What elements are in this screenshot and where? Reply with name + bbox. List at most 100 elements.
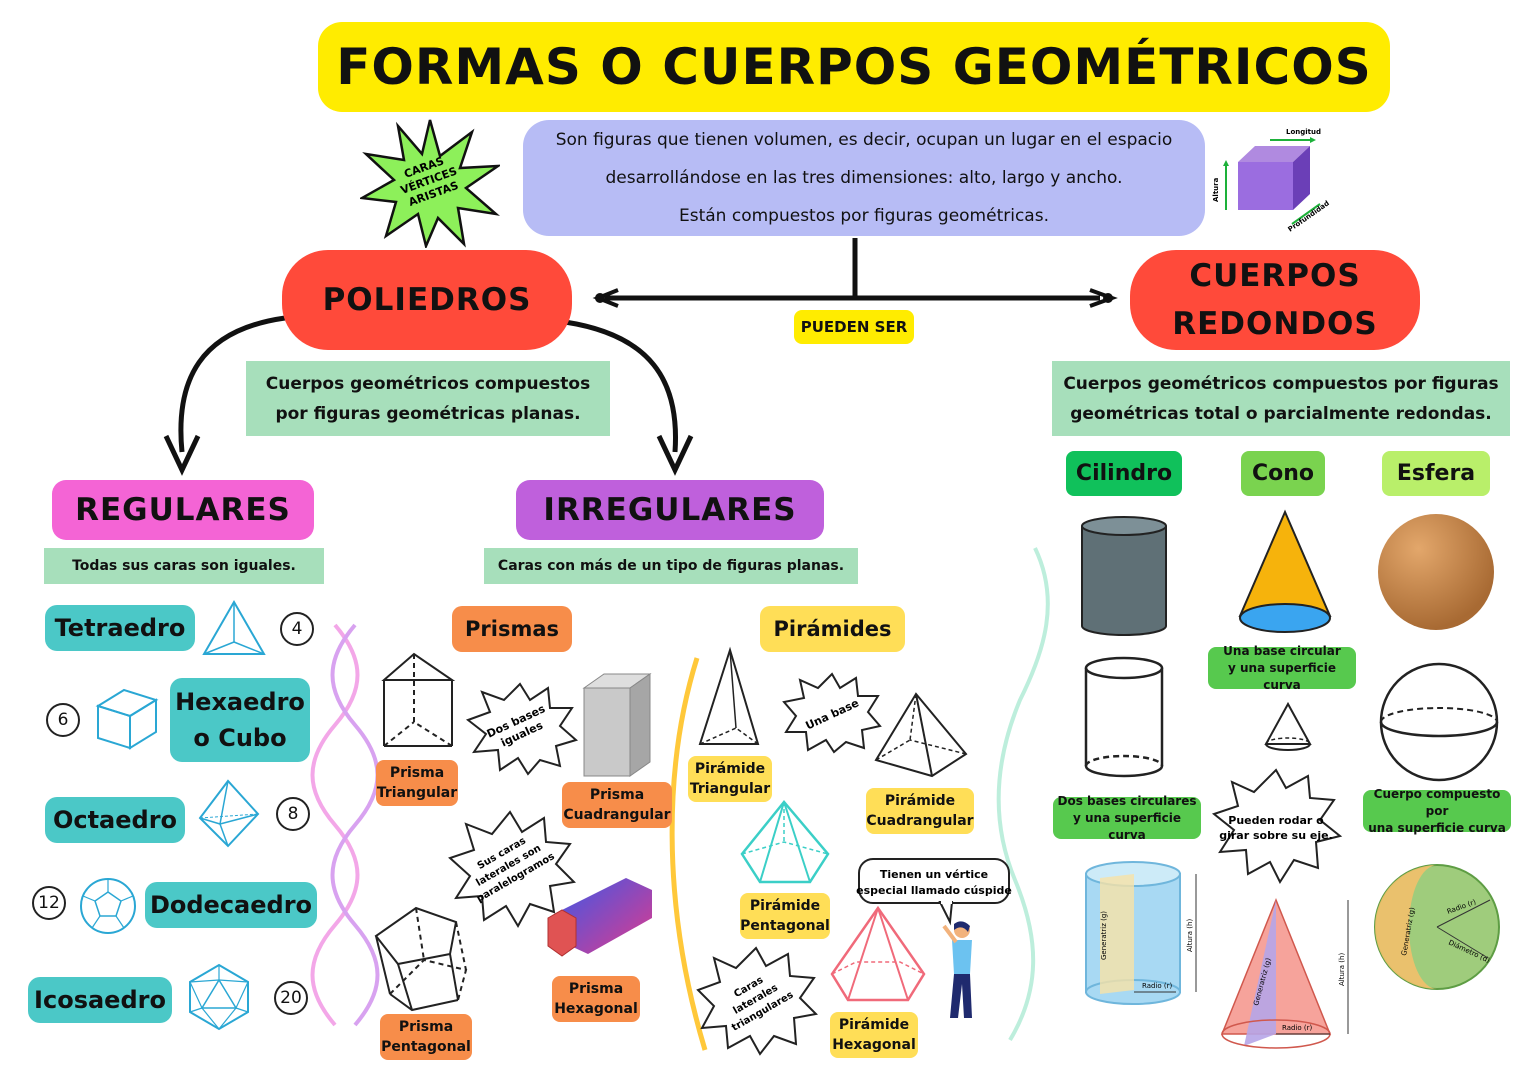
- cono-note-line-1: Una base circular: [1223, 643, 1341, 658]
- prisma-pentagonal-line-2: Pentagonal: [381, 1039, 471, 1055]
- piramide-triangular-line-1: Pirámide: [694, 761, 766, 777]
- prisma-hexagonal-label: Prisma Hexagonal: [552, 976, 640, 1022]
- woman-pointing-illustration: [942, 921, 972, 1018]
- poliedros-pill: POLIEDROS: [282, 250, 572, 350]
- piramide-pentagonal-shape: [740, 800, 830, 884]
- poliedros-note-line-2: por figuras geométricas planas.: [275, 403, 581, 424]
- cilindro-generatriz: Generatriz (g): [1100, 911, 1108, 960]
- icosaedro-label: Icosaedro: [28, 977, 172, 1023]
- piramide-hexagonal-label: Pirámide Hexagonal: [830, 1012, 918, 1058]
- piramide-pentagonal-label: Pirámide Pentagonal: [740, 893, 830, 939]
- octaedro-faces-count: 8: [276, 797, 310, 831]
- speech-line-1: Tienen un vértice: [880, 868, 988, 881]
- piramide-cuadrangular-line-2: Cuadrangular: [866, 813, 974, 829]
- speech-line-2: especial llamado cúspide: [856, 884, 1012, 897]
- cilindro-radio: Radio (r): [1142, 982, 1173, 990]
- prismas-label: Prismas: [452, 606, 572, 652]
- esfera-note: Cuerpo compuesto por una superficie curv…: [1363, 787, 1511, 835]
- cono-label: Cono: [1241, 451, 1325, 496]
- prisma-hexagonal-line-1: Prisma: [568, 981, 624, 997]
- cube-dimensions-illustration: Longitud Altura Profundidad: [1212, 128, 1331, 234]
- prisma-pentagonal-shape: [374, 906, 468, 1012]
- icosaedro-faces-count: 20: [274, 981, 308, 1015]
- irregulares-label: IRREGULARES: [516, 480, 824, 540]
- redondos-note: Cuerpos geométricos compuestos por figur…: [1052, 361, 1510, 436]
- esfera-note-line-2: una superficie curva: [1368, 820, 1506, 835]
- dodecaedro-faces-count: 12: [32, 886, 66, 920]
- definition-line-1: Son figuras que tienen volumen, es decir…: [555, 130, 1173, 150]
- prisma-cuadrangular-line-2: Cuadrangular: [563, 807, 671, 823]
- piramide-cuadrangular-line-1: Pirámide: [884, 793, 956, 809]
- piramide-triangular-shape: [698, 646, 760, 745]
- redondos-note-line-1: Cuerpos geométricos compuestos por figur…: [1063, 373, 1499, 394]
- prisma-cuadrangular-label: Prisma Cuadrangular: [562, 782, 672, 828]
- prisma-pentagonal-label: Prisma Pentagonal: [380, 1014, 472, 1060]
- tetraedro-icon: [202, 599, 266, 655]
- octaedro-label: Octaedro: [45, 797, 185, 843]
- piramide-hexagonal-line-2: Hexagonal: [832, 1037, 916, 1053]
- redondos-line-1: CUERPOS: [1189, 258, 1361, 294]
- octaedro-icon: [198, 779, 260, 848]
- esfera-solid-shape: [1378, 514, 1494, 630]
- esfera-detail-diagram: Generatriz (g) Radio (r) Diámetro (d): [1374, 864, 1500, 990]
- cono-radio: Radio (r): [1282, 1024, 1313, 1032]
- cono-note-line-2: y una superficie curva: [1228, 660, 1336, 692]
- esfera-note-line-1: Cuerpo compuesto por: [1373, 786, 1501, 818]
- poliedros-note: Cuerpos geométricos compuestos por figur…: [246, 361, 610, 436]
- pueden-rodar-line-1: Pueden rodar o: [1228, 814, 1324, 827]
- tetraedro-faces-count: 4: [280, 612, 314, 646]
- hexaedro-label: Hexaedro o Cubo: [170, 678, 310, 762]
- prisma-hexagonal-shape: [547, 878, 652, 957]
- cilindro-note: Dos bases circulares y una superficie cu…: [1053, 794, 1201, 842]
- una-base-burst: Una base: [782, 672, 882, 754]
- cilindro-detail-diagram: Generatriz (g) Altura (h) Radio (r): [1085, 861, 1197, 1005]
- prisma-pentagonal-line-1: Prisma: [398, 1019, 454, 1035]
- prisma-triangular-shape: [381, 652, 456, 747]
- prisma-cuadrangular-line-1: Prisma: [589, 787, 645, 803]
- piramide-triangular-line-2: Triangular: [689, 781, 771, 797]
- piramide-pentagonal-line-1: Pirámide: [749, 898, 821, 914]
- definition-line-3: Están compuestos por figuras geométricas…: [679, 206, 1049, 226]
- regulares-label: REGULARES: [52, 480, 314, 540]
- page-title: FORMAS O CUERPOS GEOMÉTRICOS: [318, 22, 1390, 112]
- cilindro-altura: Altura (h): [1186, 919, 1194, 952]
- cuerpos-redondos-pill: CUERPOS REDONDOS: [1130, 250, 1420, 350]
- prisma-triangular-line-2: Triangular: [376, 785, 458, 801]
- prisma-triangular-line-1: Prisma: [389, 765, 445, 781]
- axis-longitud: Longitud: [1286, 128, 1321, 136]
- cono-altura: Altura (h): [1338, 953, 1346, 986]
- cilindro-note-line-2: y una superficie curva: [1073, 810, 1181, 842]
- piramide-triangular-label: Pirámide Triangular: [688, 756, 772, 802]
- cono-outline-shape: [1264, 701, 1312, 751]
- piramide-cuadrangular-label: Pirámide Cuadrangular: [866, 788, 974, 834]
- dos-bases-iguales-burst: Dos bases iguales: [465, 682, 579, 776]
- cilindro-note-line-1: Dos bases circulares: [1057, 793, 1197, 808]
- piramide-cuadrangular-shape: [874, 692, 968, 778]
- dodecaedro-icon: [80, 878, 136, 934]
- pueden-rodar-line-2: girar sobre su eje.: [1219, 829, 1333, 842]
- esfera-label: Esfera: [1382, 451, 1490, 496]
- redondos-note-line-2: geométricas total o parcialmente redonda…: [1070, 403, 1492, 424]
- prisma-triangular-label: Prisma Triangular: [376, 760, 458, 806]
- regulares-note: Todas sus caras son iguales.: [44, 548, 324, 584]
- hexaedro-icon: [95, 688, 159, 750]
- definition-line-2: desarrollándose en las tres dimensiones:…: [605, 168, 1123, 188]
- prisma-cuadrangular-shape: [582, 673, 652, 777]
- hexaedro-faces-count: 6: [46, 703, 80, 737]
- definition-box: Son figuras que tienen volumen, es decir…: [523, 120, 1205, 236]
- caras-vertices-aristas-burst: CARAS VÉRTICES ARISTAS: [360, 119, 500, 248]
- cono-note: Una base circular y una superficie curva: [1208, 644, 1356, 692]
- caras-paralelogramos-burst: Sus caras laterales son paralelogramos: [448, 810, 576, 929]
- dodecaedro-label: Dodecaedro: [145, 882, 317, 928]
- pueden-ser-label: PUEDEN SER: [794, 310, 914, 344]
- cilindro-outline-shape: [1084, 656, 1164, 778]
- cilindro-label: Cilindro: [1066, 451, 1182, 496]
- hexaedro-line-2: o Cubo: [193, 724, 287, 752]
- cuspide-speech-bubble: Tienen un vértice especial llamado cúspi…: [856, 858, 1012, 926]
- poliedros-note-line-1: Cuerpos geométricos compuestos: [265, 373, 591, 394]
- redondos-line-2: REDONDOS: [1172, 306, 1378, 342]
- esfera-outline-shape: [1379, 662, 1499, 782]
- piramide-hexagonal-line-1: Pirámide: [838, 1017, 910, 1033]
- cono-solid-shape: [1238, 509, 1332, 633]
